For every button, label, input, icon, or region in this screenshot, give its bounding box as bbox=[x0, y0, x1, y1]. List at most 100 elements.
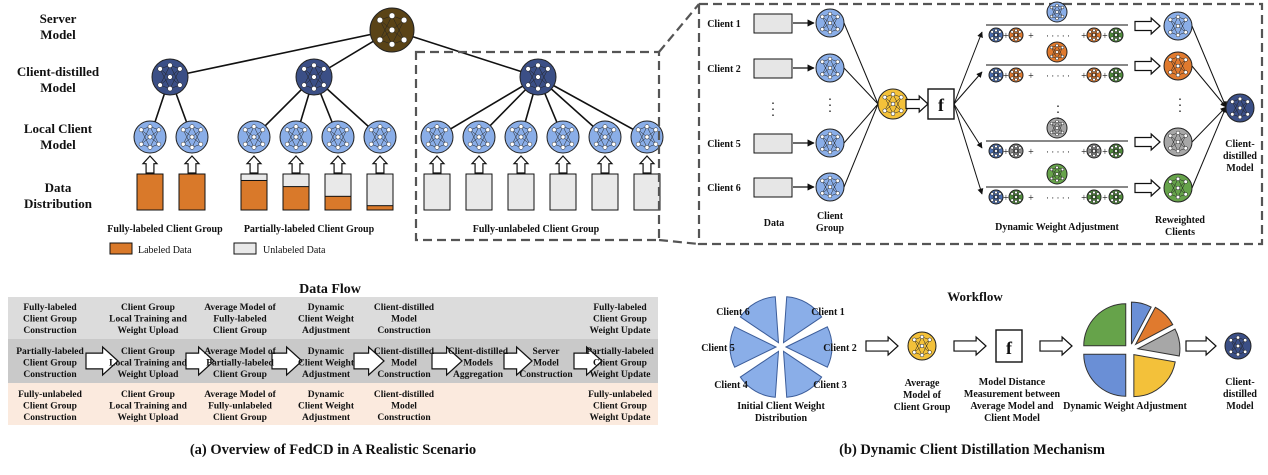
node-edge bbox=[1056, 5, 1063, 17]
neuron bbox=[1175, 176, 1181, 181]
neuron bbox=[147, 145, 153, 150]
flow-step: Partially-labeled bbox=[586, 347, 654, 357]
neuron bbox=[400, 36, 408, 44]
neuron bbox=[1243, 338, 1248, 343]
plus: + bbox=[1028, 71, 1034, 82]
data-bar bbox=[549, 173, 577, 211]
neuron bbox=[476, 134, 482, 140]
neuron bbox=[1114, 77, 1118, 82]
node-edge bbox=[303, 65, 315, 86]
neuron bbox=[1010, 152, 1014, 156]
plus: + bbox=[1081, 71, 1087, 82]
local-model-icon bbox=[588, 120, 622, 154]
node-edge bbox=[1237, 337, 1246, 352]
data-bar bbox=[633, 173, 661, 211]
neuron bbox=[1168, 70, 1173, 75]
plus: + bbox=[1003, 31, 1009, 42]
neuron bbox=[1110, 192, 1114, 196]
level-label: Model bbox=[40, 137, 76, 152]
flow-step: Fully-labeled bbox=[213, 315, 267, 325]
neuron bbox=[1228, 338, 1233, 343]
neuron bbox=[1114, 199, 1118, 204]
neuron bbox=[1110, 70, 1114, 74]
neuron bbox=[335, 145, 341, 150]
neuron bbox=[827, 184, 833, 190]
weighted-model-icon bbox=[1108, 143, 1124, 159]
node-edge bbox=[182, 129, 193, 148]
neuron bbox=[827, 56, 833, 61]
neuron bbox=[1014, 144, 1018, 149]
neuron bbox=[138, 127, 144, 133]
neuron bbox=[1055, 16, 1059, 21]
group-label: Fully-unlabeled Client Group bbox=[473, 224, 600, 235]
node-edge bbox=[1170, 59, 1179, 76]
neuron bbox=[1018, 76, 1022, 80]
dataflow-title: Data Flow bbox=[299, 282, 362, 297]
node-edge bbox=[149, 129, 160, 148]
neuron bbox=[1018, 70, 1022, 74]
neuron bbox=[321, 66, 327, 72]
flow-step: Dynamic bbox=[308, 347, 344, 357]
neuron bbox=[1018, 198, 1022, 202]
neuron bbox=[147, 124, 153, 129]
node-edge bbox=[829, 180, 838, 197]
neuron bbox=[189, 145, 195, 150]
neuron bbox=[611, 141, 617, 147]
workflow-arrow-icon bbox=[1185, 335, 1217, 357]
neuron bbox=[301, 82, 307, 88]
neuron bbox=[1018, 30, 1022, 34]
flow-step: Weight Upload bbox=[118, 370, 180, 380]
node-edge bbox=[1170, 181, 1179, 198]
neuron bbox=[827, 65, 833, 71]
level-label: Data bbox=[45, 180, 72, 195]
reweighted-client-icon bbox=[1163, 127, 1193, 157]
neuron bbox=[368, 141, 374, 147]
neuron bbox=[1096, 152, 1100, 156]
neuron bbox=[1018, 152, 1022, 156]
neuron bbox=[1055, 3, 1059, 8]
neuron bbox=[1245, 99, 1250, 104]
level-label: Server bbox=[40, 11, 77, 26]
node-edge bbox=[822, 133, 831, 150]
flow-step: Client-distilled bbox=[374, 347, 435, 357]
flow-step: Weight Update bbox=[590, 326, 651, 336]
distilled-label: Model bbox=[1226, 163, 1253, 174]
neuron bbox=[545, 82, 551, 88]
flow-step: Client Group bbox=[593, 315, 647, 325]
upload-arrow-icon bbox=[183, 155, 201, 174]
node-edge bbox=[436, 129, 447, 148]
dots: · · · · · bbox=[1046, 31, 1070, 41]
weighted-model-icon bbox=[988, 189, 1004, 205]
neuron bbox=[602, 134, 608, 140]
neuron bbox=[611, 127, 617, 133]
neuron bbox=[177, 66, 183, 72]
node-edge bbox=[1051, 47, 1058, 59]
neuron bbox=[1060, 45, 1065, 50]
node-edge bbox=[527, 65, 539, 86]
f-box bbox=[995, 329, 1023, 363]
node-edge bbox=[595, 126, 606, 145]
plus: + bbox=[1028, 193, 1034, 204]
neuron bbox=[1088, 146, 1092, 150]
weighted-model-icon bbox=[1008, 189, 1024, 205]
node-edge bbox=[520, 129, 531, 148]
node-edge bbox=[313, 65, 325, 86]
flow-step: Construction bbox=[519, 370, 573, 380]
node-edge bbox=[328, 126, 339, 145]
neuron bbox=[293, 124, 299, 129]
neuron bbox=[820, 134, 825, 139]
ellipsis: . bbox=[771, 99, 775, 114]
node-edge bbox=[253, 129, 264, 148]
upload-arrow-icon bbox=[596, 155, 614, 174]
weighted-model-icon bbox=[1008, 27, 1024, 43]
neuron bbox=[1237, 105, 1243, 111]
node-edge bbox=[244, 126, 255, 145]
node-edge bbox=[370, 126, 381, 145]
neuron bbox=[1010, 30, 1014, 34]
upload-arrow-icon bbox=[245, 155, 263, 174]
node-edge bbox=[244, 129, 255, 148]
flow-step: Construction bbox=[23, 326, 77, 336]
neuron bbox=[551, 141, 557, 147]
dots: · · · · · bbox=[1046, 147, 1070, 157]
